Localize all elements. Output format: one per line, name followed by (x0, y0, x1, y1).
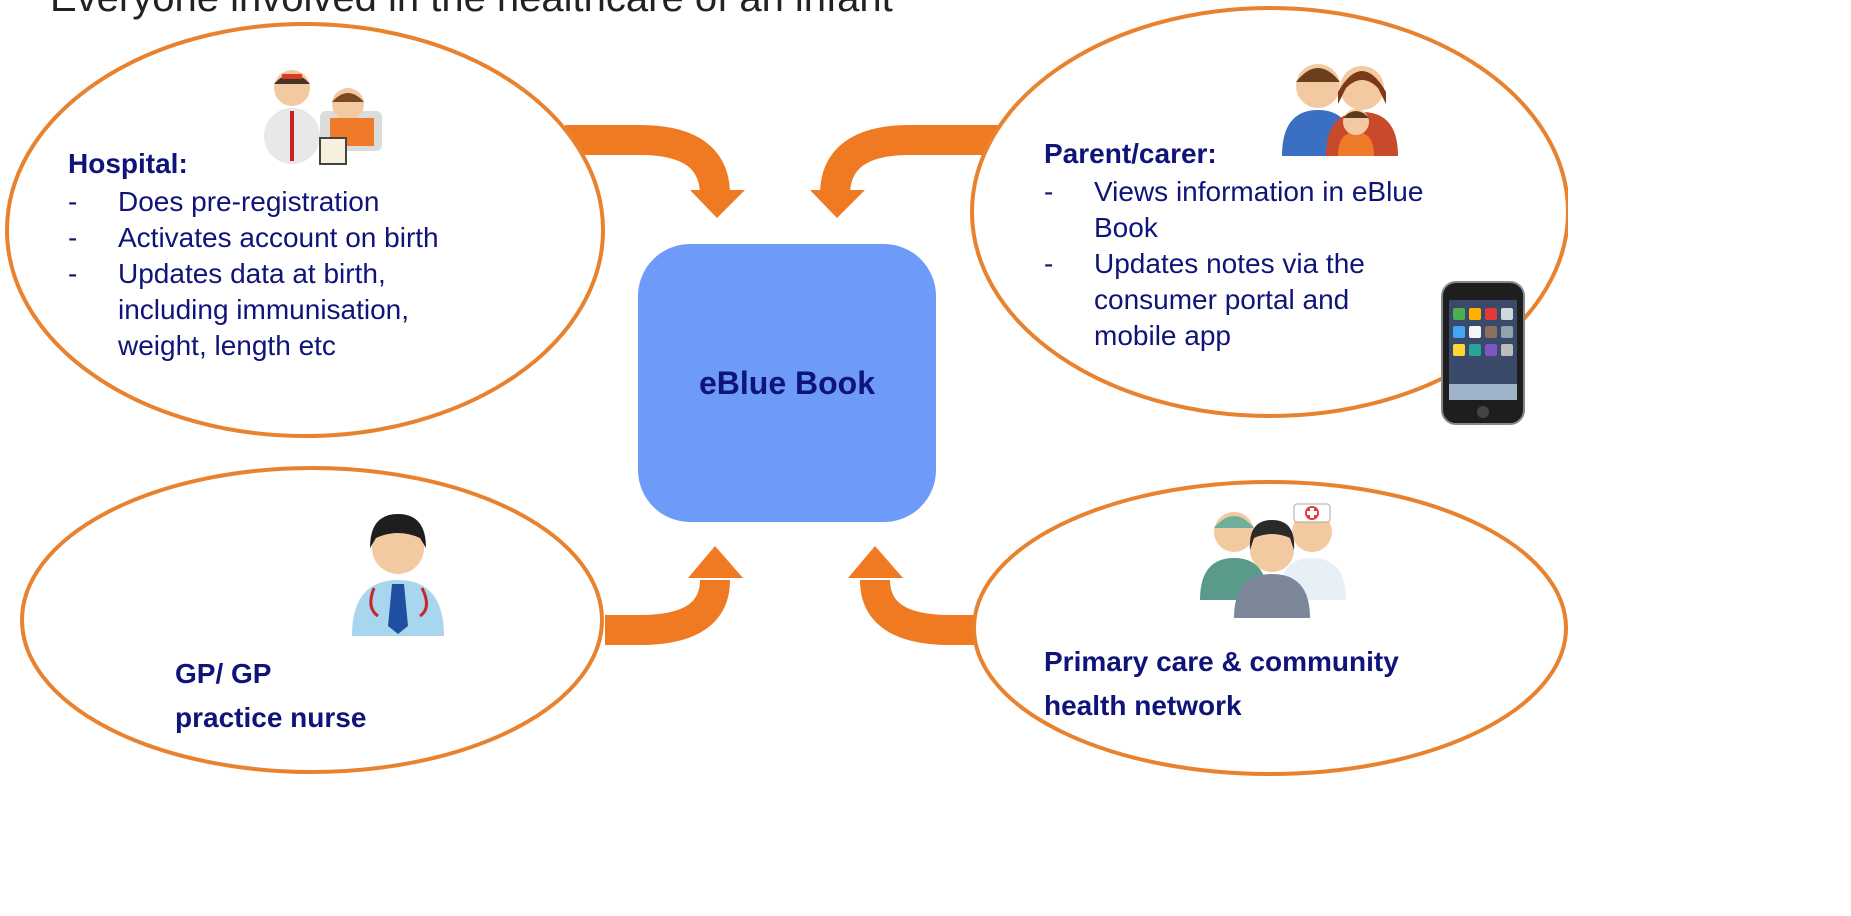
arrow-head-primary (848, 546, 903, 578)
hospital-item-1: - Does pre-registration (68, 186, 380, 217)
parent-item-1: - Views information in eBlue Book (1044, 176, 1424, 243)
arrow-primary-shaft (860, 579, 980, 645)
hospital-item-2: - Activates account on birth (68, 222, 439, 253)
arrow-head-hospital (690, 190, 745, 218)
parent-heading: Parent/carer: (1044, 138, 1217, 169)
diagram-shapes (5, 6, 1568, 776)
gp-text: GP/ GP practice nurse (175, 658, 367, 733)
arrow-heads (688, 190, 903, 578)
medical-team-icon (1200, 503, 1346, 618)
arrow-gp-shaft (605, 579, 730, 645)
gp-ellipse (20, 466, 604, 774)
hospital-item-3: - Updates data at birth, including immun… (68, 258, 410, 361)
parent-text: Parent/carer: - Views information in eBl… (1044, 138, 1514, 354)
hospital-heading: Hospital: (68, 148, 188, 179)
gp-doctor-icon (352, 514, 444, 636)
slide-title: Everyone involved in the healthcare of a… (50, 0, 893, 21)
primary-text: Primary care & community health network (1044, 646, 1399, 721)
primary-ellipse (972, 480, 1568, 776)
arrow-hospital-shaft (565, 125, 730, 196)
parent-ellipse (970, 6, 1568, 418)
doctor-patient-icon (264, 70, 382, 165)
arrows (565, 125, 1010, 645)
arrow-head-gp (688, 546, 743, 578)
hospital-text: Hospital: - Does pre-registration - Acti… (68, 148, 538, 364)
center-label: eBlue Book (698, 364, 876, 401)
parent-item-2: - Updates notes via the consumer portal … (1044, 248, 1365, 351)
arrow-head-parent (810, 190, 865, 218)
hospital-ellipse (5, 22, 605, 438)
eblue-book-box: eBlue Book (638, 244, 936, 522)
arrow-parent-shaft (820, 125, 1010, 196)
smartphone-icon (1441, 281, 1525, 425)
family-icon (1282, 64, 1398, 156)
